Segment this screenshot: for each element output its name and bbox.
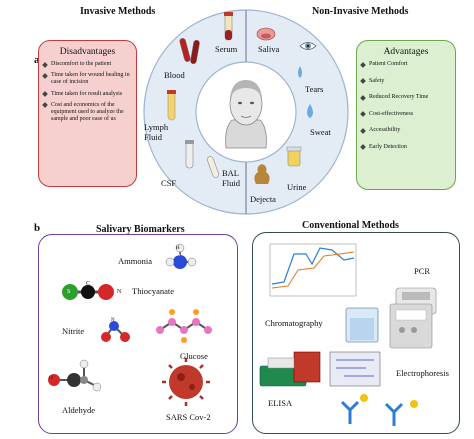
label-urine: Urine [287, 182, 307, 192]
advantage-item: Cost-effectiveness [369, 111, 451, 119]
atom-label-h: H [176, 246, 180, 251]
label-serum: Serum [215, 44, 238, 54]
panel-b-letter: b [34, 222, 41, 234]
antibody-icon [340, 394, 418, 426]
advantage-item: Early Detection [369, 144, 451, 152]
serum-tube-icon [224, 12, 233, 41]
conventional-methods-title: Conventional Methods [302, 220, 399, 231]
advantage-item: Accessibility [369, 127, 451, 135]
conventional-methods-illustrations [259, 243, 437, 426]
label-glucose: Glucose [180, 351, 208, 361]
label-csf: CSF [161, 178, 177, 188]
disadvantages-title: Disadvantages [59, 47, 116, 57]
disadvantages-list: Discomfort to the patient Time taken for… [39, 61, 136, 123]
tears-drop-icon [298, 66, 302, 78]
nitrite-molecule-icon [101, 321, 130, 342]
label-thiocyanate: Thiocyanate [132, 286, 175, 296]
saliva-mouth-icon [256, 27, 276, 41]
label-dejecta: Dejecta [250, 194, 276, 204]
ammonia-molecule-icon [165, 243, 197, 269]
advantages-list: Patient Comfort Safety Reduced Recovery … [357, 61, 455, 151]
label-blood: Blood [164, 70, 185, 80]
label-bal-fluid: BAL Fluid [222, 168, 240, 188]
label-aldehyde: Aldehyde [62, 405, 96, 415]
csf-tube-icon [185, 140, 194, 169]
blood-tubes-icon [179, 38, 200, 65]
conventional-methods-panel [252, 232, 460, 434]
chromatography-apparatus-icon [345, 303, 433, 349]
advantage-item: Reduced Recovery Time [369, 94, 451, 102]
panel-a-letter: a [34, 54, 40, 66]
glucose-molecule-icon [156, 309, 212, 343]
sars-cov-2-virus-icon [162, 358, 210, 406]
eye-icon [299, 42, 317, 50]
label-nitrite: Nitrite [62, 326, 85, 336]
atom-label-n: N [177, 253, 181, 258]
atom-label-s: S [67, 289, 71, 295]
fluid-ring-diagram [143, 9, 349, 215]
pcr-amplification-graph-icon [269, 243, 357, 297]
aldehyde-molecule-icon [48, 359, 102, 392]
atom-label-n3: N [111, 318, 115, 323]
dejecta-icon [254, 164, 270, 184]
disadvantage-item: Time taken for wound healing in case of … [51, 72, 132, 86]
salivary-biomarkers-panel [38, 234, 238, 434]
label-tears: Tears [305, 84, 324, 94]
label-sweat: Sweat [310, 127, 331, 137]
label-sars-cov-2: SARS Cov-2 [166, 412, 211, 422]
disadvantage-item: Time taken for result analysis [51, 91, 132, 98]
molecule-illustrations [48, 243, 212, 406]
disadvantage-item: Cost and economics of the equipment used… [51, 102, 132, 124]
atom-label-n2: N [117, 289, 122, 295]
sweat-drop-icon [307, 104, 313, 118]
advantages-box: Advantages Patient Comfort Safety Reduce… [356, 40, 456, 190]
urine-cup-icon [286, 146, 302, 167]
label-pcr: PCR [414, 266, 431, 276]
label-electrophoresis: Electrophoresis [396, 368, 449, 378]
advantage-item: Safety [369, 78, 451, 86]
disadvantages-box: Disadvantages Discomfort to the patient … [38, 40, 137, 187]
human-head-icon [225, 80, 267, 149]
atom-label-o: O [49, 376, 53, 381]
label-elisa: ELISA [268, 398, 293, 408]
salivary-biomarkers-title: Salivary Biomarkers [96, 224, 185, 235]
bal-tube-icon [206, 156, 220, 178]
electrophoresis-gel-icon [329, 351, 381, 387]
label-ammonia: Ammonia [118, 256, 152, 266]
elisa-plate-icon [259, 351, 321, 387]
disadvantage-item: Discomfort to the patient [51, 61, 132, 68]
label-chromatography: Chromatography [265, 318, 323, 328]
invasive-methods-title: Invasive Methods [80, 6, 156, 17]
thiocyanate-molecule-icon [62, 284, 114, 300]
lymph-tube-icon [167, 90, 176, 121]
atom-label-c: C [86, 281, 91, 287]
label-lymph-fluid: Lymph Fluid [144, 122, 169, 142]
noninvasive-methods-title: Non-Invasive Methods [312, 6, 409, 17]
advantages-title: Advantages [383, 47, 429, 57]
advantage-item: Patient Comfort [369, 61, 451, 69]
label-saliva: Saliva [258, 44, 280, 54]
